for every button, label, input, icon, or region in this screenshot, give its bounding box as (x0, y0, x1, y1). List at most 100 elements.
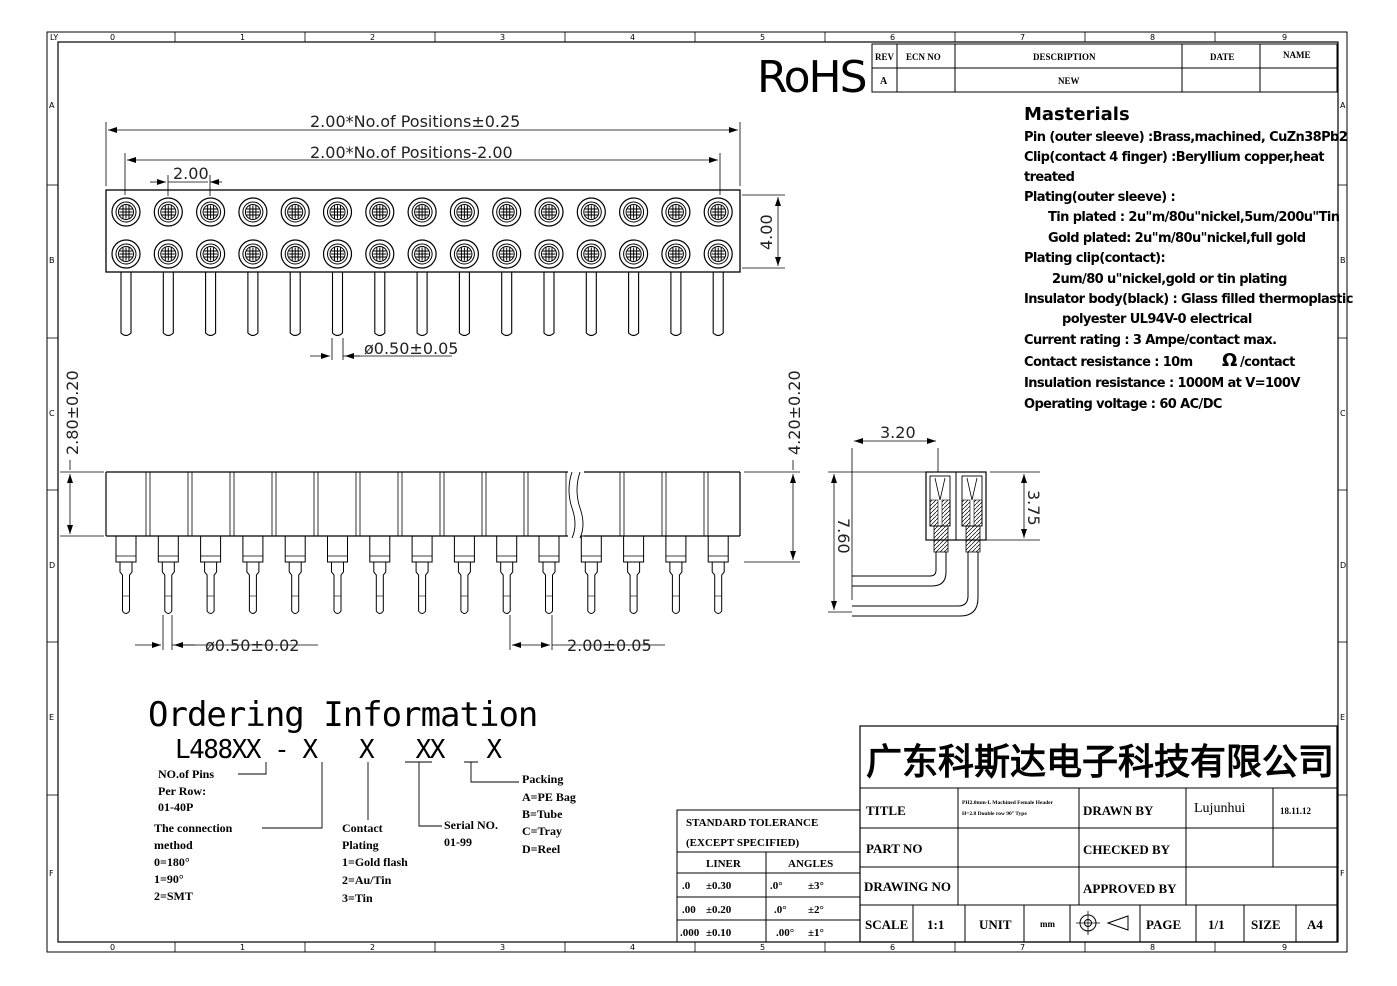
socket-inner (498, 246, 515, 262)
tol-cell: ±2° (808, 904, 824, 916)
socket-ring (496, 201, 518, 223)
rev-value: A (880, 76, 888, 87)
pin-shoulder (623, 535, 645, 563)
socket-inner (456, 246, 473, 262)
socket-ring (284, 201, 306, 223)
zone-number-bottom: 9 (1282, 943, 1287, 952)
socket-grid (373, 205, 387, 219)
zone-letter-left: E (49, 713, 54, 722)
zone-number-bottom: 0 (110, 943, 115, 952)
zone-letter-left: A (49, 101, 55, 110)
zone-letter-left: F (49, 869, 54, 878)
socket-grid (161, 247, 175, 261)
serial-label: Serial NO. (444, 818, 498, 832)
plating-label: Plating (342, 838, 379, 852)
socket-ring (623, 201, 645, 223)
socket-grid (500, 247, 514, 261)
socket-grid (119, 247, 133, 261)
socket-outer (449, 197, 479, 227)
socket-ring (200, 201, 222, 223)
company-name: 广东科斯达电子科技有限公司 (866, 742, 1334, 783)
socket-inner (710, 246, 727, 262)
materials-line: Pin (outer sleeve) :Brass,machined, CuZn… (1024, 130, 1347, 145)
side-depth-dim: 3.75 (1024, 490, 1043, 526)
materials-line: Tin plated : 2u"m/80u"nickel,5um/200u"Ti… (1048, 210, 1340, 225)
plating-label: 3=Tin (342, 891, 373, 905)
socket-inner (414, 246, 431, 262)
socket-ring (707, 201, 729, 223)
ordering-code: L488XX - X X XX X (175, 735, 502, 765)
tol-cell: ±0.10 (706, 927, 732, 939)
pin-front-view (161, 562, 175, 614)
ordering-info: Ordering Information L488XX - X X XX X N… (148, 695, 576, 905)
plating-label: Contact (342, 821, 383, 835)
socket-ring (665, 243, 687, 265)
pin-front-view (246, 562, 260, 614)
socket-ring (327, 243, 348, 265)
socket-ring (580, 243, 602, 265)
socket-inner (710, 204, 727, 220)
socket-outer (661, 239, 691, 269)
pin-top-view (374, 272, 386, 337)
pin-front-view (542, 562, 556, 614)
socket-grid (542, 247, 556, 261)
tol-cell: .0° (774, 904, 787, 916)
socket-ring (496, 243, 518, 265)
zone-number-bottom: 1 (240, 943, 245, 952)
tol-cell: ±1° (808, 927, 824, 939)
pin-shoulder (200, 535, 222, 563)
socket-grid (161, 205, 175, 219)
socket-inner (287, 246, 304, 262)
pins-label: NO.of Pins (158, 767, 214, 781)
packing-label: A=PE Bag (522, 790, 576, 804)
socket-inner (625, 246, 642, 262)
pin-shoulder (369, 535, 391, 563)
materials-line: Contact resistance : 10m (1024, 355, 1193, 370)
pin-shoulder (707, 535, 729, 563)
pin-front-view (457, 562, 471, 614)
pin-front-view (204, 562, 218, 614)
height-left-dim: 2.80±0.20 (63, 370, 82, 455)
materials-title: Masterials (1024, 104, 1130, 125)
pin-shoulder (242, 535, 264, 563)
socket-ring (665, 201, 687, 223)
size-label: SIZE (1251, 917, 1281, 932)
pin-shoulder (157, 535, 179, 563)
connection-label: 1=90° (154, 872, 184, 886)
socket-ring (369, 243, 391, 265)
socket-ring (200, 243, 222, 265)
socket-outer (492, 239, 522, 269)
materials-line: Clip(contact 4 finger) :Beryllium copper… (1024, 150, 1324, 165)
socket-inner (118, 204, 134, 220)
socket-outer (196, 197, 226, 227)
socket-inner (414, 204, 431, 220)
tol-cell: .000 (680, 927, 700, 939)
socket-outer (322, 239, 353, 269)
pin-shoulder (411, 535, 433, 563)
height-right-dim: 4.20±0.20 (785, 370, 804, 455)
socket-ring (411, 243, 433, 265)
connection-label: 2=SMT (154, 889, 193, 903)
ohm-symbol: Ω (1222, 350, 1237, 371)
pin-shoulder (538, 535, 560, 563)
socket-outer (534, 239, 564, 269)
socket-ring (284, 243, 306, 265)
pin-shoulder (580, 535, 602, 563)
date-header: DATE (1210, 52, 1234, 62)
tol-cell: .0° (770, 880, 783, 892)
description-value: NEW (1058, 76, 1080, 86)
socket-inner (667, 204, 684, 220)
connection-label: 0=180° (154, 855, 190, 869)
socket-ring (115, 201, 137, 223)
socket-inner (329, 204, 346, 220)
packing-label: D=Reel (522, 842, 561, 856)
socket-grid (542, 205, 556, 219)
overall-length-dim: 2.00*No.of Positions±0.25 (310, 112, 520, 131)
approved-by-label: APPROVED BY (1083, 881, 1177, 896)
materials-line: Operating voltage : 60 AC/DC (1024, 397, 1222, 412)
zone-number-bottom: 7 (1020, 943, 1025, 952)
socket-grid (415, 205, 429, 219)
materials-line: polyester UL94V-0 electrical (1062, 312, 1252, 327)
socket-inner (667, 246, 684, 262)
